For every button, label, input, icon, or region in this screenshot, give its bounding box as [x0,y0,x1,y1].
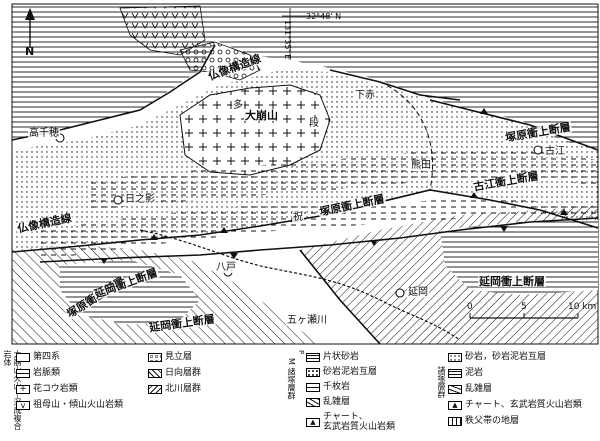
north-label: N [25,45,35,58]
legend-quaternary: 第四系 [16,352,60,362]
coord-lon: 131°35' E [283,20,292,60]
legend-group-mid2: P [297,350,305,355]
legend-melange-mid: 乱雑層 [306,397,350,407]
place-mo: 祝 [292,212,304,223]
legend-melange-right: 乱雑層 [448,384,492,394]
legend-phyllite: 千枚岩 [306,382,350,392]
legend-sandstone-right: 砂岩，砂岩泥岩互層 [448,352,546,362]
legend-chert-mid-line2: 玄武岩質火山岩類 [323,422,396,432]
legend-mudstone-right: 泥岩 [448,368,483,378]
legend-chert-mid: ▲ チャート、 玄武岩質火山岩類 [306,412,395,432]
place-hinokage: 日之影 [124,194,156,205]
legend-schistose-sandstone: 片状砂岩 [306,352,359,362]
place-kitagawa: 五ヶ瀬川 [286,315,328,326]
legend-chichibu: 秩父帯の地層 [448,416,519,426]
coord-lat: 32°48' N [306,12,342,21]
north-arrow-icon [25,8,35,48]
legend-chert-right: ▲チャート、玄武岩質火山岩類 [448,400,582,410]
legend-mitate: 見立層 [148,352,192,362]
place-kumata: 熊田 [410,160,432,171]
scale-bar [469,313,579,319]
legend-group-mid: M 諸塚層群 [287,358,296,400]
scale-tick-0: 0 [467,302,473,312]
scale-tick-10: 10 km [568,302,597,312]
place-takachiho: 高千穂 [28,128,60,139]
place-ku: 多 [232,100,244,111]
place-shimoakagawa: 下赤 [354,90,376,101]
place-furue: 古江 [544,146,566,157]
legend-sandstone-mudstone: 砂岩泥岩互層 [306,367,377,377]
fault-nobeoka-e: 延岡衝上断層 [478,275,546,288]
place-okueyama: 大崩山 [244,109,279,122]
legend-group-right: 諸塚層群 [437,366,446,398]
place-nobeoka: 延岡 [407,287,429,298]
map-legend: 大崩山火山―深成複合岩体 第四系 岩脈類 +花コウ岩類 v祖母山・傾山火山岩類 … [0,346,600,441]
legend-dikes: 岩脈類 [16,368,60,378]
legend-hyuga: 日向層群 [148,368,201,378]
legend-kitagawa: 北川層群 [148,384,201,394]
scale-tick-5: 5 [521,302,527,312]
legend-granite: +花コウ岩類 [16,384,78,394]
place-dan: 段 [308,118,320,129]
place-yatake: 八戸 [215,262,237,273]
legend-chert-mid-line1: チャート、 [323,412,368,422]
